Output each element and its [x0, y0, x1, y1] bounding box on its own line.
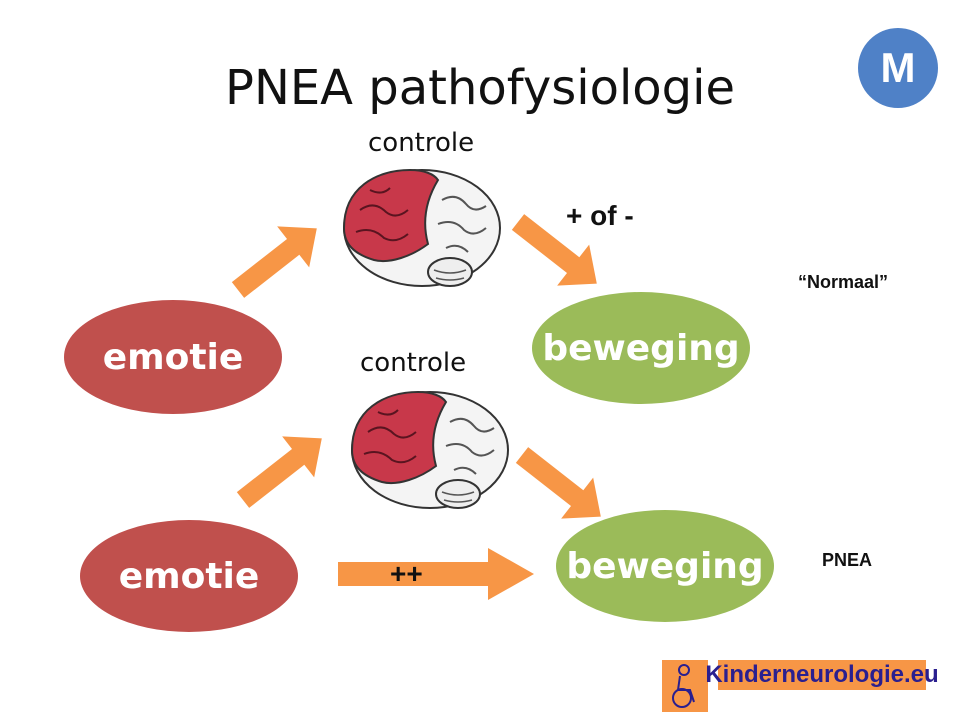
arrow-icon [338, 548, 534, 600]
emotion-label: emotie [102, 336, 244, 378]
brain-icon [342, 168, 501, 287]
control-label: controle [368, 128, 475, 158]
wheelchair-logo-icon [662, 660, 708, 712]
arrow-icon [226, 417, 338, 521]
modulation-label: + of - [566, 200, 634, 231]
emotion-label: emotie [118, 555, 260, 597]
control-label: controle [360, 348, 467, 378]
page-title: PNEA pathofysiologie [225, 60, 735, 116]
brain-icon [350, 390, 509, 509]
direct-label: ++ [390, 558, 423, 589]
movement-node: beweging [556, 510, 774, 622]
site-logo[interactable]: Kinderneurologie.eu [705, 660, 939, 690]
movement-node: beweging [532, 292, 750, 404]
normal-label: “Normaal” [798, 272, 889, 292]
pnea-label: PNEA [822, 550, 873, 570]
emotion-node: emotie [64, 300, 282, 414]
movement-label: beweging [542, 327, 740, 369]
emotion-node: emotie [80, 520, 298, 632]
movement-label: beweging [566, 545, 764, 587]
arrow-icon [221, 207, 333, 311]
level-badge: M [858, 28, 938, 108]
